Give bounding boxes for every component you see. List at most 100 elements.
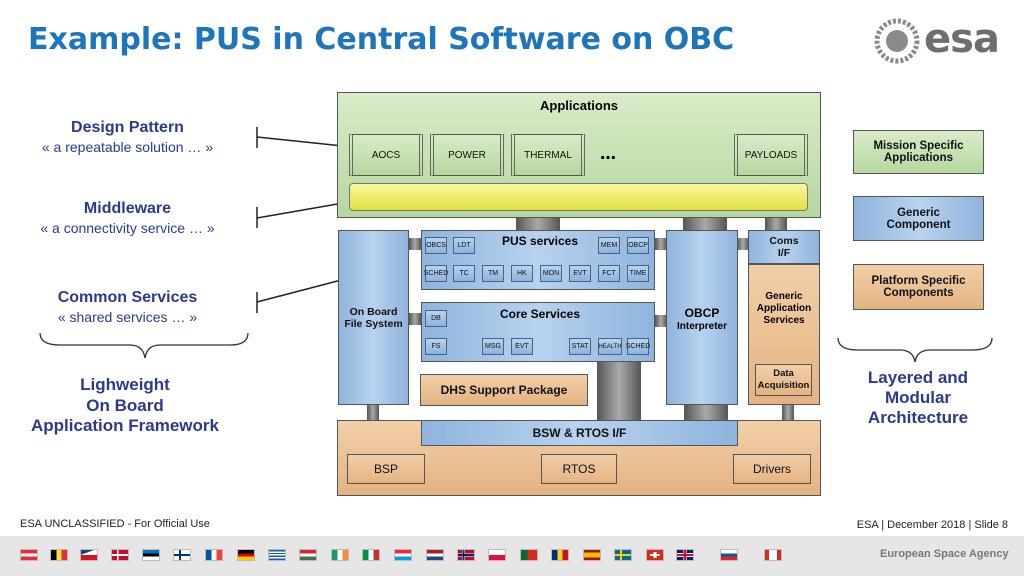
denmark-flag-icon — [111, 549, 129, 561]
bsw-rtos-if: BSW & RTOS I/F — [421, 420, 738, 446]
obcp-label: OBCP — [684, 306, 720, 320]
dhs-label: DHS Support Package — [440, 383, 568, 397]
pus-tc: TC — [453, 265, 475, 282]
data-acq-label: Data Acquisition — [757, 368, 810, 391]
connector-pillar — [683, 218, 727, 230]
coms-label: Coms I/F — [769, 235, 799, 259]
agency-name: European Space Agency — [880, 548, 1009, 560]
bsw-label: BSW & RTOS I/F — [532, 426, 627, 440]
bsp-label: BSP — [373, 462, 398, 476]
framework-label-1: Lighweight — [80, 375, 170, 394]
pus-services-label: PUS services — [501, 234, 579, 248]
netherlands-flag-icon — [426, 549, 444, 561]
connector-pillar — [737, 238, 749, 250]
drivers-box: Drivers — [733, 454, 811, 484]
legend-generic-text: Generic Component — [886, 206, 951, 231]
pus-sched: SCHED — [424, 265, 448, 282]
core-db: DB — [425, 310, 447, 327]
pus-hk: HK — [511, 265, 533, 282]
pus-obcs: OBCS — [425, 237, 447, 254]
portugal-flag-icon — [520, 549, 538, 561]
greece-flag-icon — [268, 549, 286, 561]
pus-ldt: LDT — [453, 237, 475, 254]
france-flag-icon — [205, 549, 223, 561]
framework-label-3: Application Framework — [31, 416, 219, 435]
app-payloads-label: PAYLOADS — [744, 149, 798, 161]
app-power-label: POWER — [448, 149, 486, 161]
united-kingdom-flag-icon — [676, 549, 694, 561]
core-sched: SCHED — [626, 338, 650, 355]
germany-flag-icon — [237, 549, 255, 561]
app-power: POWER — [430, 134, 504, 176]
connector-pillar — [765, 218, 787, 230]
connector-pillar — [655, 238, 667, 250]
footer-bar — [0, 536, 1024, 576]
design-pattern-label: Design Pattern — [71, 119, 184, 136]
italy-flag-icon — [362, 549, 380, 561]
obcp-sub-label: Interpreter — [676, 321, 727, 332]
pus-mem: MEM — [598, 237, 620, 254]
pus-time: TIME — [627, 265, 649, 282]
luxembourg-flag-icon — [394, 549, 412, 561]
dhs-support-package: DHS Support Package — [420, 374, 588, 406]
legend-platform-specific: Platform Specific Components — [853, 264, 984, 310]
esa-logo-icon — [872, 18, 922, 64]
connector-pillar — [684, 405, 728, 420]
canada-flag-icon — [764, 549, 782, 561]
pus-tm: TM — [482, 265, 504, 282]
connector-pillar — [409, 313, 421, 325]
connector-pillar — [782, 405, 794, 420]
common-services-sub: « shared services … » — [57, 309, 198, 325]
app-payloads: PAYLOADS — [734, 134, 808, 176]
footer-classification: ESA UNCLASSIFIED - For Official Use — [20, 518, 210, 530]
spain-flag-icon — [583, 549, 601, 561]
pus-evt: EVT — [569, 265, 591, 282]
norway-flag-icon — [457, 549, 475, 561]
applications-label: Applications — [539, 98, 618, 113]
layered-label-1: Layered and — [867, 368, 969, 387]
framework-label-2: On Board — [86, 396, 164, 415]
rtos-label: RTOS — [562, 462, 596, 476]
connector-pillar — [367, 405, 379, 420]
app-aocs-label: AOCS — [371, 149, 401, 161]
common-services-label: Common Services — [57, 289, 198, 306]
pus-obcp: OBCP — [627, 237, 649, 254]
estonia-flag-icon — [142, 549, 160, 561]
bsp-box: BSP — [347, 454, 425, 484]
connector-pillar — [655, 315, 667, 327]
design-pattern-sub: « a repeatable solution … » — [41, 139, 214, 155]
poland-flag-icon — [488, 549, 506, 561]
core-msg: MSG — [482, 338, 504, 355]
pus-fct: FCT — [598, 265, 620, 282]
app-aocs: AOCS — [349, 134, 423, 176]
core-stat: STAT — [569, 338, 591, 355]
austria-flag-icon — [20, 549, 38, 561]
rtos-box: RTOS — [541, 454, 617, 484]
switzerland-flag-icon — [646, 549, 664, 561]
middleware-label: Middleware — [83, 200, 172, 217]
hungary-flag-icon — [299, 549, 317, 561]
core-fs: FS — [425, 338, 447, 355]
pus-mon: MON — [540, 265, 562, 282]
core-evt: EVT — [511, 338, 533, 355]
finland-flag-icon — [173, 549, 191, 561]
czech-republic-flag-icon — [80, 549, 98, 561]
middleware-sub: « a connectivity service … » — [40, 220, 215, 236]
core-health: HEALTH — [598, 338, 622, 355]
romania-flag-icon — [551, 549, 569, 561]
belgium-flag-icon — [50, 549, 68, 561]
on-board-file-system: On Board File System — [338, 230, 409, 405]
legend-platform-text: Platform Specific Components — [871, 275, 966, 299]
drivers-label: Drivers — [753, 462, 791, 476]
layered-label-2: Modular — [884, 388, 952, 407]
slovenia-flag-icon — [720, 549, 738, 561]
obfs-label: On Board File System — [344, 305, 403, 330]
connector-pillar — [409, 238, 421, 250]
esa-logo-text: esa — [924, 16, 1000, 62]
legend-mission-text: Mission Specific Applications — [873, 140, 964, 164]
connector-pillar — [516, 218, 560, 230]
coms-if: Coms I/F — [748, 230, 820, 264]
ireland-flag-icon — [331, 549, 349, 561]
app-thermal-label: THERMAL — [524, 149, 572, 161]
middleware-bar — [349, 183, 808, 211]
